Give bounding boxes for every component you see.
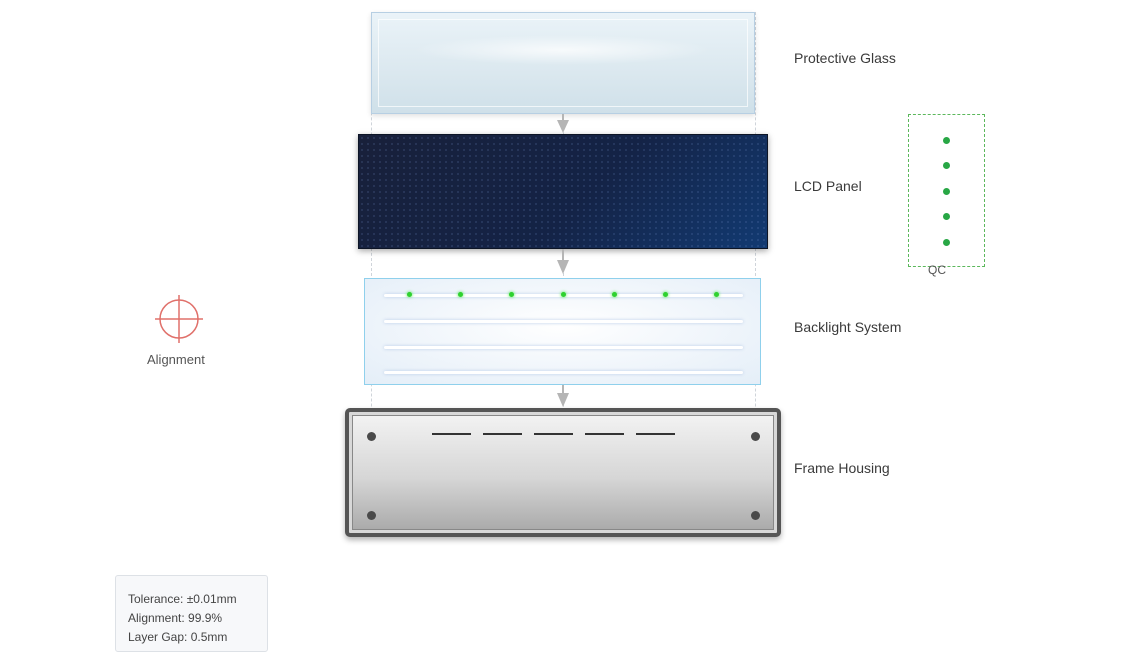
frame-housing-label: Frame Housing bbox=[794, 460, 890, 476]
led-indicator bbox=[714, 292, 719, 297]
arrow-down-icon bbox=[557, 114, 569, 133]
glass-reflection bbox=[412, 35, 712, 65]
led-indicator bbox=[663, 292, 668, 297]
lcd-panel-label: LCD Panel bbox=[794, 178, 862, 194]
layer-gap-spec: Layer Gap: 0.5mm bbox=[128, 630, 228, 644]
backlight-system-label: Backlight System bbox=[794, 319, 902, 335]
protective-glass-layer bbox=[371, 12, 755, 114]
vent-slot bbox=[585, 433, 624, 435]
light-strip bbox=[384, 371, 743, 374]
qc-status-dot bbox=[943, 213, 950, 220]
light-strip bbox=[384, 320, 743, 323]
alignment-spec: Alignment: 99.9% bbox=[128, 611, 223, 625]
frame-housing-layer bbox=[345, 408, 781, 537]
guide-line-right bbox=[755, 12, 756, 532]
led-indicator bbox=[509, 292, 514, 297]
alignment-label: Alignment bbox=[147, 352, 205, 367]
led-indicator bbox=[458, 292, 463, 297]
screw-icon bbox=[367, 432, 376, 441]
crosshair-icon bbox=[155, 295, 203, 343]
screw-icon bbox=[751, 511, 760, 520]
light-strip bbox=[384, 346, 743, 349]
led-indicator bbox=[561, 292, 566, 297]
tolerance-spec: Tolerance: ±0.01mm bbox=[128, 592, 237, 606]
vent-slot bbox=[432, 433, 471, 435]
qc-status-dot bbox=[943, 137, 950, 144]
arrow-down-icon bbox=[557, 249, 569, 274]
frame-inner-panel bbox=[352, 415, 774, 530]
qc-status-dot bbox=[943, 162, 950, 169]
vent-slot bbox=[534, 433, 573, 435]
led-indicator bbox=[612, 292, 617, 297]
screw-icon bbox=[751, 432, 760, 441]
protective-glass-label: Protective Glass bbox=[794, 50, 896, 66]
backlight-system-layer bbox=[364, 278, 761, 385]
qc-status-dot bbox=[943, 188, 950, 195]
led-indicator bbox=[407, 292, 412, 297]
arrow-down-icon bbox=[557, 385, 569, 407]
guide-line-left bbox=[371, 12, 372, 532]
qc-label: QC bbox=[928, 263, 946, 277]
screw-icon bbox=[367, 511, 376, 520]
specs-info-box: Tolerance: ±0.01mm Alignment: 99.9% Laye… bbox=[115, 575, 268, 652]
qc-indicator-panel bbox=[908, 114, 985, 267]
lcd-panel-layer bbox=[358, 134, 768, 249]
vent-slot bbox=[636, 433, 675, 435]
glass-inner-bevel bbox=[378, 19, 748, 107]
qc-status-dot bbox=[943, 239, 950, 246]
vent-slot bbox=[483, 433, 522, 435]
